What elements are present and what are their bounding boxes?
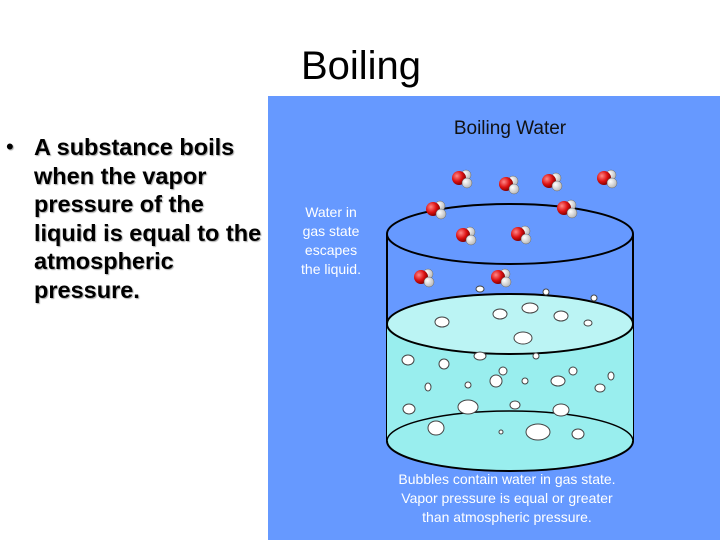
liquid-body [387, 324, 633, 471]
molecule-group [414, 169, 618, 288]
side-caption-line: gas state [303, 223, 360, 239]
bubble [583, 319, 593, 327]
water-molecule-icon [511, 225, 532, 245]
water-molecule-icon [426, 200, 447, 220]
container-bottom-rim [386, 440, 634, 472]
bubble [475, 285, 485, 293]
figure-title: Boiling Water [454, 118, 567, 139]
water-molecule-icon [542, 172, 563, 192]
bubble [498, 429, 504, 435]
bubble [532, 352, 540, 360]
bubble [492, 308, 508, 320]
boiling-water-figure: Boiling Water Water in gas state escapes th… [268, 96, 720, 540]
bubble [571, 428, 585, 440]
bubble [550, 375, 566, 387]
bottom-caption-line: Bubbles contain water in gas state. [398, 471, 615, 487]
bubble [464, 381, 472, 389]
liquid-surface [386, 293, 634, 355]
water-molecule-icon [414, 268, 435, 288]
bubble [424, 382, 432, 392]
bubble [607, 371, 615, 381]
bubble [473, 351, 487, 361]
bubble [552, 403, 570, 417]
water-molecule-icon [491, 268, 512, 288]
container-bottom-back [386, 410, 634, 442]
bullet-list: • A substance boils when the vapor press… [6, 133, 266, 305]
bullet-dot-icon: • [6, 134, 14, 159]
side-caption-line: escapes [305, 242, 357, 258]
water-molecule-icon [452, 169, 473, 189]
bubble [513, 331, 533, 345]
boiling-water-diagram: Boiling Water Water in gas state escapes th… [301, 118, 634, 525]
bubble [590, 294, 598, 302]
bubble [521, 377, 529, 385]
side-caption: Water in gas state escapes the liquid. [301, 204, 361, 277]
bubble [434, 316, 450, 328]
bottom-caption-line: Vapor pressure is equal or greater [401, 490, 613, 506]
side-caption-line: the liquid. [301, 261, 361, 277]
side-caption-line: Water in [305, 204, 357, 220]
bubble [427, 420, 445, 436]
water-molecule-icon [456, 226, 477, 246]
bubble-group [401, 285, 615, 441]
bubble [438, 358, 450, 370]
container-top-rim [386, 203, 634, 265]
bubble [525, 423, 551, 441]
bubble [509, 400, 521, 410]
bubble [553, 310, 569, 322]
water-molecule-icon [557, 199, 578, 219]
bubble [521, 302, 539, 314]
bubble [594, 383, 606, 393]
bottom-caption-line: than atmospheric pressure. [422, 509, 592, 525]
bubble [457, 399, 479, 415]
bubble [401, 354, 415, 366]
water-molecule-icon [499, 175, 520, 195]
bubble [568, 366, 578, 376]
bullet-item: • A substance boils when the vapor press… [6, 133, 266, 305]
water-molecule-icon [597, 169, 618, 189]
bubble [542, 288, 550, 296]
bubble [489, 374, 503, 388]
bubble [402, 403, 416, 415]
bottom-caption: Bubbles contain water in gas state. Vapor… [398, 471, 615, 525]
slide-title: Boiling [300, 44, 422, 88]
bullet-text: A substance boils when the vapor pressur… [34, 134, 262, 303]
bubble [498, 366, 508, 376]
